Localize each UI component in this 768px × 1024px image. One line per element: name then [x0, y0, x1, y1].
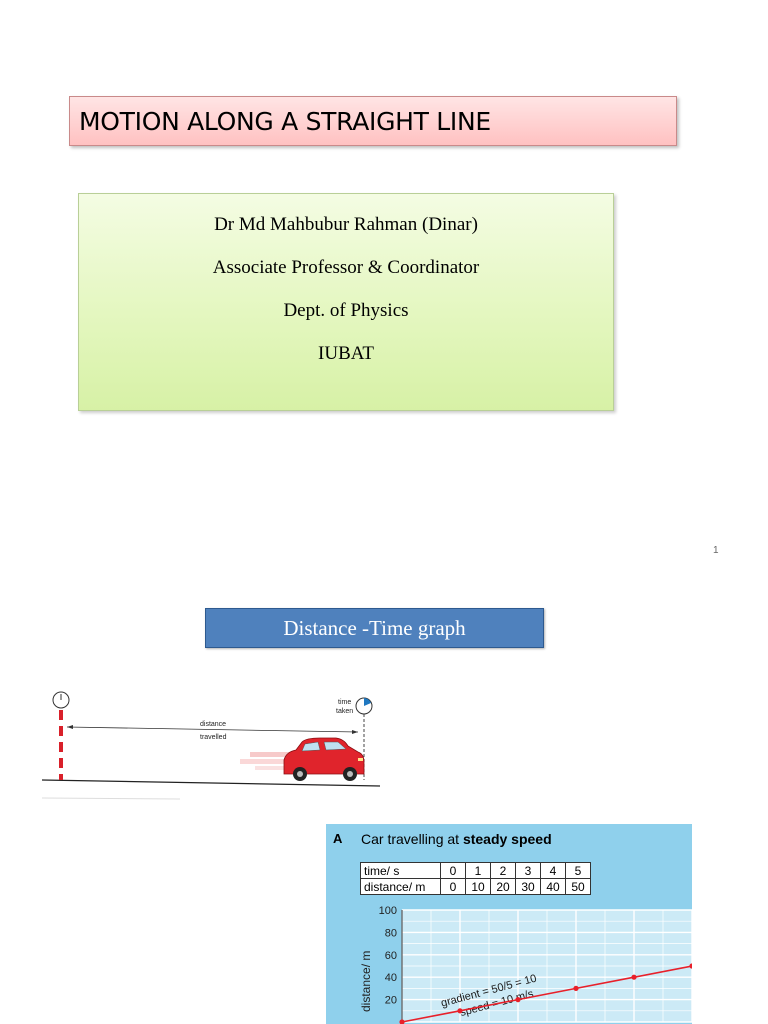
y-tick-labels: 20 40 60 80 100: [379, 905, 397, 1007]
table-row: distance/ m 0 10 20 30 40 50: [360, 878, 591, 895]
figure-title-bold: steady speed: [462, 831, 552, 847]
table-cell: 0: [440, 878, 466, 895]
road-shadow: [41, 797, 181, 800]
y-tick-label: 80: [385, 927, 397, 939]
table-cell: 10: [465, 878, 491, 895]
author-position: Associate Professor & Coordinator: [212, 257, 480, 278]
data-point: [515, 997, 521, 1003]
y-tick-label: 60: [385, 950, 397, 962]
section-heading: Distance -Time graph: [205, 608, 544, 648]
table-row-header: time/ s: [360, 862, 441, 879]
page-number: 1: [713, 545, 719, 556]
distance-arrow: [66, 725, 359, 734]
data-point: [573, 985, 579, 991]
stopwatch-end-icon: [355, 697, 373, 715]
author-institution: IUBAT: [318, 343, 374, 364]
y-tick-label: 100: [379, 905, 397, 917]
distance-label-2: travelled: [200, 734, 227, 741]
y-tick-label: 40: [385, 972, 397, 984]
y-tick-label: 20: [385, 995, 397, 1007]
table-cell: 40: [540, 878, 566, 895]
slide-title-text: MOTION ALONG A STRAIGHT LINE: [79, 106, 491, 136]
distance-time-graph-figure: A Car travelling at steady speed time/ s…: [326, 824, 692, 1024]
time-distance-table: time/ s 0 1 2 3 4 5 distance/ m 0 10 20 …: [360, 862, 591, 895]
data-point: [631, 974, 637, 980]
data-point: [457, 1008, 463, 1014]
data-point: [399, 1019, 405, 1024]
motion-blur: [240, 752, 290, 770]
series-line: [401, 965, 692, 1023]
data-point: [689, 963, 692, 969]
y-axis-label: distance/ m: [359, 951, 373, 1012]
plot-grid: [401, 909, 692, 1023]
slide-title: MOTION ALONG A STRAIGHT LINE: [69, 96, 677, 146]
car-distance-illustration: distance travelled time taken: [41, 691, 381, 800]
table-cell: 50: [565, 878, 591, 895]
time-label-1: time: [338, 699, 351, 706]
figure-title-prefix: Car travelling at: [361, 831, 463, 847]
author-department: Dept. of Physics: [283, 300, 409, 321]
stopwatch-start-icon: [52, 691, 70, 709]
start-pole: [59, 710, 63, 780]
time-label-2: taken: [336, 708, 353, 715]
author-info-box: Dr Md Mahbubur Rahman (Dinar) Associate …: [78, 193, 614, 411]
table-row: time/ s 0 1 2 3 4 5: [360, 862, 591, 879]
distance-label-1: distance: [200, 721, 226, 728]
author-name: Dr Md Mahbubur Rahman (Dinar): [214, 214, 478, 235]
section-heading-text: Distance -Time graph: [283, 615, 466, 640]
series-line-group: [399, 963, 692, 1024]
road-line: [41, 779, 381, 787]
figure-title: Car travelling at steady speed: [361, 831, 552, 847]
figure-label: A: [333, 831, 343, 846]
red-car-icon: [283, 737, 365, 781]
